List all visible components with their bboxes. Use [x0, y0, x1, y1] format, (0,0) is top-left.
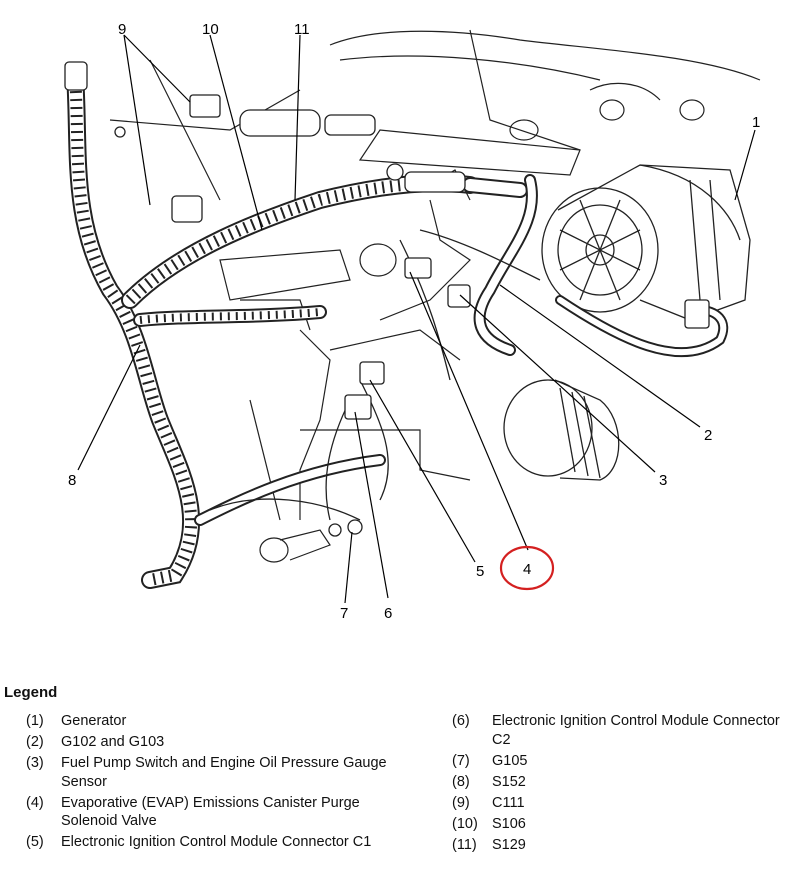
legend-item-text: S129: [492, 836, 526, 853]
legend-item-text: G105: [492, 752, 528, 769]
callout-3: 3: [659, 472, 667, 489]
legend-item-text: S152: [492, 773, 526, 790]
legend-column-right: (6) Electronic Ignition Control Module Co…: [452, 712, 792, 857]
legend-item-text: Fuel Pump Switch and Engine Oil Pressure…: [61, 755, 387, 790]
legend-item: (3) Fuel Pump Switch and Engine Oil Press…: [26, 754, 406, 791]
legend-item-number: (8): [452, 773, 470, 790]
legend-item-text: S106: [492, 815, 526, 832]
callout-11: 11: [294, 21, 310, 38]
connectors: [64, 61, 710, 537]
legend-item-number: (1): [26, 713, 44, 729]
legend-item: (10) S106: [452, 815, 792, 834]
legend-column-left: (1) Generator (2) G102 and G103 (3) Fuel Pu…: [26, 712, 406, 854]
legend-item-number: (3): [26, 755, 44, 771]
engine-outline: [109, 29, 761, 563]
legend-item-text: C111: [492, 794, 525, 811]
wiring-harness: [66, 66, 729, 589]
legend-item: (2) G102 and G103: [26, 733, 406, 752]
legend-item-number: (7): [452, 752, 470, 769]
legend-item: (8) S152: [452, 773, 792, 792]
legend-item-number: (4): [26, 794, 44, 811]
callout-2: 2: [704, 427, 712, 444]
legend-item: (11) S129: [452, 836, 792, 855]
highlight-circle: [499, 545, 555, 591]
legend-item-number: (10): [452, 815, 478, 832]
legend-item-number: (5): [26, 834, 44, 850]
legend-item-number: (9): [452, 794, 470, 811]
callout-7: 7: [340, 605, 348, 622]
legend-item-number: (11): [452, 836, 477, 853]
engine-wiring-diagram: 1 2 3 4 5 6 7 8 9 10 11: [64, 21, 761, 622]
callout-1: 1: [752, 114, 760, 131]
callout-6: 6: [384, 605, 392, 622]
callout-9: 9: [118, 21, 126, 38]
legend-item-text: Electronic Ignition Control Module Conne…: [61, 834, 372, 850]
legend-item-number: (6): [452, 713, 470, 729]
legend-item: (4) Evaporative (EVAP) Emissions Canister…: [26, 794, 406, 831]
legend-item: (7) G105: [452, 752, 792, 771]
legend-item-number: (2): [26, 734, 44, 750]
callout-8: 8: [68, 472, 76, 489]
legend-item: (9) C111: [452, 794, 792, 813]
legend-item: (1) Generator: [26, 712, 406, 731]
legend-item: (6) Electronic Ignition Control Module Co…: [452, 712, 792, 749]
legend-item-text: Electronic Ignition Control Module Conne…: [492, 713, 780, 748]
legend-item-text: Generator: [61, 713, 127, 729]
callout-5: 5: [476, 563, 484, 580]
legend-item-text: G102 and G103: [61, 734, 165, 750]
leader-lines: [77, 34, 756, 604]
callout-10: 10: [202, 21, 219, 38]
oil-filter-drawing: [503, 379, 620, 481]
legend-item-text: Evaporative (EVAP) Emissions Canister Pu…: [61, 794, 360, 830]
callout-4: 4: [523, 561, 531, 578]
generator-drawing: [541, 164, 751, 321]
legend: Legend (1) Generator (2) G102 and G103 (3)…: [0, 682, 798, 869]
legend-title: Legend: [4, 684, 58, 701]
legend-item: (5) Electronic Ignition Control Module Co…: [26, 833, 406, 852]
